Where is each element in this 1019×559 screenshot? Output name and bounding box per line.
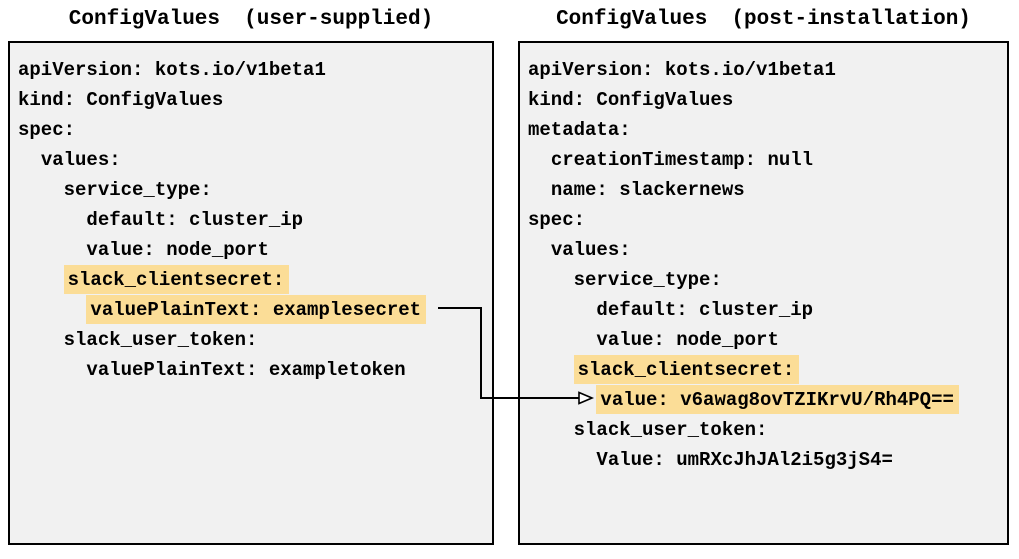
yaml-line: valuePlainText: examplesecret bbox=[18, 295, 488, 325]
yaml-line: service_type: bbox=[18, 175, 488, 205]
yaml-text: apiVersion: kots.io/v1beta1 bbox=[18, 59, 326, 81]
yaml-line: apiVersion: kots.io/v1beta1 bbox=[528, 55, 1003, 85]
yaml-text: values: bbox=[40, 149, 121, 171]
yaml-text: kind: ConfigValues bbox=[18, 89, 224, 111]
panel-user-supplied: apiVersion: kots.io/v1beta1 kind: ConfigV… bbox=[8, 41, 494, 545]
yaml-indent bbox=[528, 419, 574, 441]
yaml-line: service_type: bbox=[528, 265, 1003, 295]
yaml-line: kind: ConfigValues bbox=[18, 85, 488, 115]
yaml-text: name: slackernews bbox=[550, 179, 745, 201]
yaml-indent bbox=[18, 329, 64, 351]
yaml-text: default: cluster_ip bbox=[596, 299, 814, 321]
yaml-text: valuePlainText: exampletoken bbox=[86, 359, 406, 381]
yaml-line: apiVersion: kots.io/v1beta1 bbox=[18, 55, 488, 85]
yaml-indent bbox=[18, 359, 86, 381]
yaml-line: slack_clientsecret: bbox=[528, 355, 1003, 385]
yaml-line: values: bbox=[18, 145, 488, 175]
panel-title-user-supplied: ConfigValues (user-supplied) bbox=[68, 8, 434, 31]
yaml-text: default: cluster_ip bbox=[86, 209, 304, 231]
yaml-indent bbox=[528, 269, 574, 291]
yaml-line: values: bbox=[528, 235, 1003, 265]
yaml-indent bbox=[528, 239, 551, 261]
yaml-line: value: v6awag8ovTZIKrvU/Rh4PQ== bbox=[528, 385, 1003, 415]
yaml-indent bbox=[18, 239, 86, 261]
yaml-line: value: node_port bbox=[18, 235, 488, 265]
yaml-text: value: node_port bbox=[596, 329, 779, 351]
yaml-text: spec: bbox=[18, 119, 76, 141]
yaml-indent bbox=[528, 149, 551, 171]
yaml-indent bbox=[18, 299, 86, 321]
panel-post-installation: apiVersion: kots.io/v1beta1 kind: ConfigV… bbox=[518, 41, 1009, 545]
yaml-line: slack_user_token: bbox=[18, 325, 488, 355]
yaml-text: service_type: bbox=[573, 269, 722, 291]
yaml-text: Value: umRXcJhJAl2i5g3jS4= bbox=[596, 449, 893, 471]
yaml-text-highlighted: slack_clientsecret: bbox=[63, 265, 290, 294]
yaml-code-user-supplied: apiVersion: kots.io/v1beta1 kind: ConfigV… bbox=[10, 43, 492, 385]
yaml-indent bbox=[528, 329, 596, 351]
yaml-code-post-installation: apiVersion: kots.io/v1beta1 kind: ConfigV… bbox=[520, 43, 1007, 475]
yaml-indent bbox=[18, 269, 64, 291]
yaml-text: metadata: bbox=[528, 119, 631, 141]
yaml-indent bbox=[528, 449, 596, 471]
yaml-line: spec: bbox=[18, 115, 488, 145]
yaml-text: kind: ConfigValues bbox=[528, 89, 734, 111]
yaml-indent bbox=[528, 389, 596, 411]
yaml-indent bbox=[528, 359, 574, 381]
yaml-line: spec: bbox=[528, 205, 1003, 235]
yaml-line: kind: ConfigValues bbox=[528, 85, 1003, 115]
yaml-line: name: slackernews bbox=[528, 175, 1003, 205]
yaml-line: slack_user_token: bbox=[528, 415, 1003, 445]
yaml-line: creationTimestamp: null bbox=[528, 145, 1003, 175]
yaml-text: values: bbox=[550, 239, 631, 261]
yaml-text-highlighted: value: v6awag8ovTZIKrvU/Rh4PQ== bbox=[596, 385, 959, 414]
yaml-text: slack_user_token: bbox=[63, 329, 258, 351]
yaml-text: value: node_port bbox=[86, 239, 269, 261]
yaml-indent bbox=[18, 149, 41, 171]
yaml-line: valuePlainText: exampletoken bbox=[18, 355, 488, 385]
yaml-indent bbox=[18, 179, 64, 201]
yaml-text: apiVersion: kots.io/v1beta1 bbox=[528, 59, 836, 81]
yaml-line: metadata: bbox=[528, 115, 1003, 145]
yaml-text: creationTimestamp: null bbox=[550, 149, 814, 171]
yaml-text-highlighted: valuePlainText: examplesecret bbox=[86, 295, 427, 324]
yaml-text: slack_user_token: bbox=[573, 419, 768, 441]
yaml-text-highlighted: slack_clientsecret: bbox=[573, 355, 800, 384]
yaml-line: default: cluster_ip bbox=[18, 205, 488, 235]
yaml-indent bbox=[528, 299, 596, 321]
yaml-line: Value: umRXcJhJAl2i5g3jS4= bbox=[528, 445, 1003, 475]
yaml-text: spec: bbox=[528, 209, 586, 231]
yaml-indent bbox=[528, 179, 551, 201]
yaml-indent bbox=[18, 209, 86, 231]
panel-title-post-installation: ConfigValues (post-installation) bbox=[556, 8, 971, 31]
yaml-line: value: node_port bbox=[528, 325, 1003, 355]
yaml-line: default: cluster_ip bbox=[528, 295, 1003, 325]
yaml-line: slack_clientsecret: bbox=[18, 265, 488, 295]
yaml-text: service_type: bbox=[63, 179, 212, 201]
